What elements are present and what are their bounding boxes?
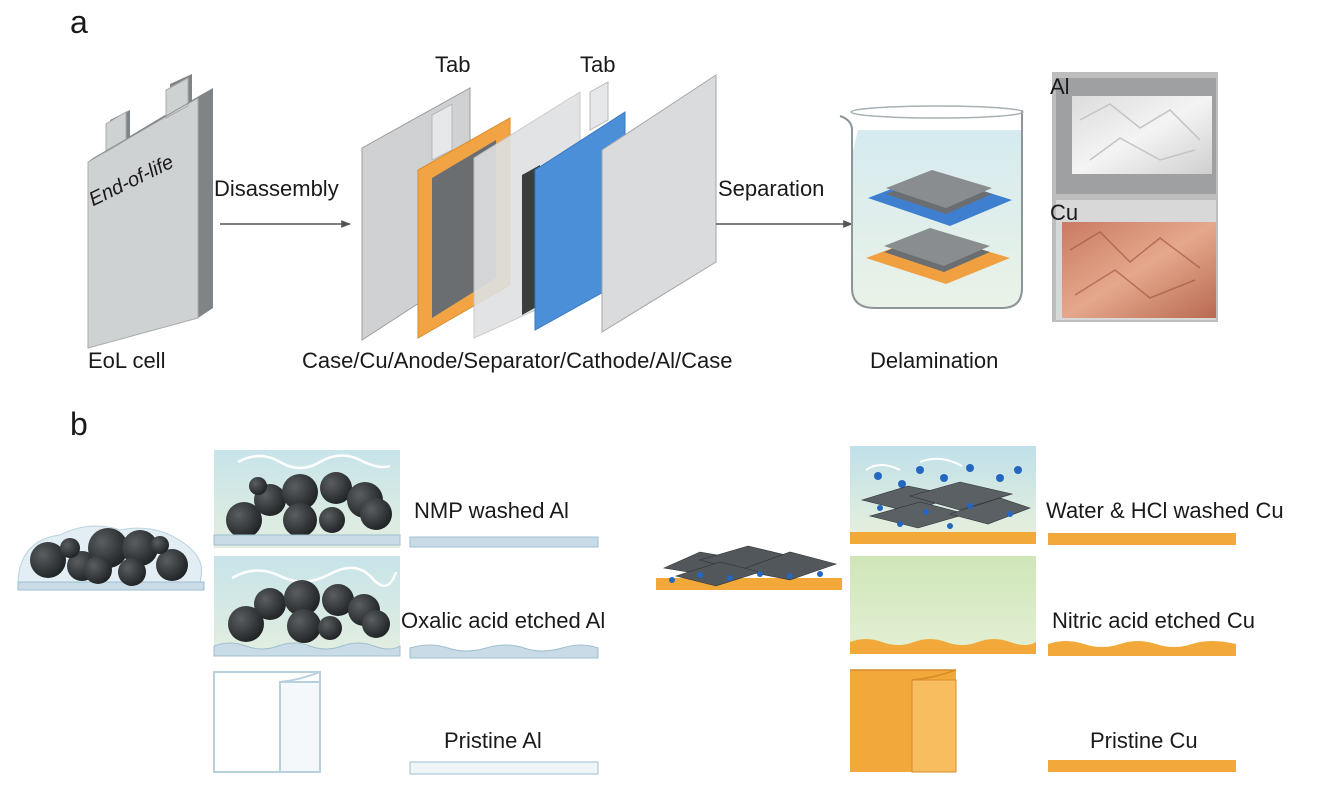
- panel-letter-b: b: [70, 406, 88, 442]
- label-water-hcl-washed-cu: Water & HCl washed Cu: [1046, 498, 1284, 523]
- label-oxalic-etched-al: Oxalic acid etched Al: [401, 608, 606, 633]
- foil-photos: [1052, 72, 1218, 322]
- photo-label-al: Al: [1050, 74, 1070, 99]
- tab-label-right: Tab: [580, 52, 616, 77]
- pristine-al-foil: [409, 761, 599, 775]
- label-nmp-washed-al: NMP washed Al: [414, 498, 569, 523]
- oxalic-etched-al-box: [213, 556, 401, 657]
- cu-coated-electrode: [656, 545, 842, 590]
- delamination-beaker: [839, 105, 1024, 309]
- oxalic-etched-al-foil: [409, 644, 599, 659]
- panel-letter-a: a: [70, 4, 88, 40]
- al-coated-electrode: [17, 525, 205, 591]
- stack-caption: Case/Cu/Anode/Separator/Cathode/Al/Case: [302, 348, 733, 373]
- separation-label: Separation: [718, 176, 825, 201]
- photo-label-cu: Cu: [1050, 200, 1079, 225]
- nmp-washed-al-box: [213, 450, 401, 548]
- pristine-al-roll: [213, 671, 321, 773]
- nmp-washed-al-foil: [409, 536, 599, 548]
- label-nitric-etched-cu: Nitric acid etched Cu: [1052, 608, 1255, 633]
- tab-label-left: Tab: [435, 52, 471, 77]
- eol-cell-illustration: [87, 74, 213, 349]
- eol-cell-caption: EoL cell: [88, 348, 166, 373]
- water-hcl-washed-cu-box: [850, 446, 1036, 544]
- pristine-cu-roll: [850, 669, 957, 773]
- label-pristine-cu: Pristine Cu: [1090, 728, 1198, 753]
- nitric-etched-cu-box: [850, 556, 1036, 654]
- nitric-etched-cu-foil: [1048, 641, 1236, 656]
- exploded-cell-stack: [361, 74, 717, 341]
- pristine-cu-foil: [1048, 760, 1236, 772]
- disassembly-label: Disassembly: [214, 176, 339, 201]
- water-hcl-washed-cu-foil: [1048, 533, 1236, 545]
- label-pristine-al: Pristine Al: [444, 728, 542, 753]
- delamination-caption: Delamination: [870, 348, 999, 373]
